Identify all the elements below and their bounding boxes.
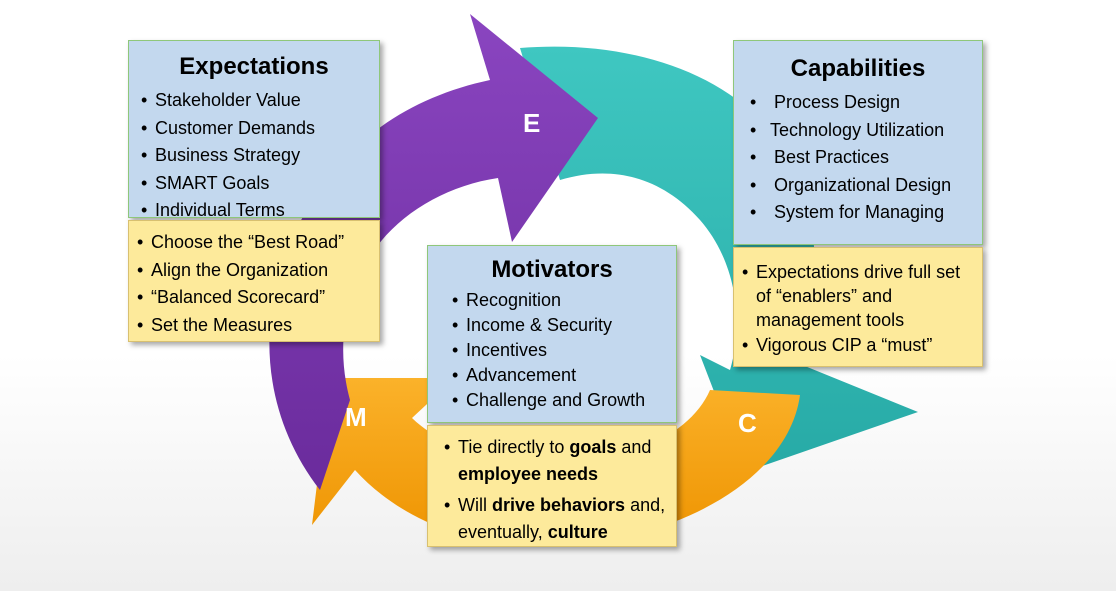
capabilities-arrow [520,46,918,472]
list-item: Advancement [448,363,676,388]
list-item: “Balanced Scorecard” [133,284,379,312]
capabilities-notes: Expectations drive full set of “enablers… [738,260,972,359]
list-item: Income & Security [448,313,676,338]
note-text: and, eventually, [458,495,666,542]
list-item: Organizational Design [746,172,982,200]
motivators-title: Motivators [491,256,613,283]
expectations-box: Expectations Stakeholder Value Customer … [128,40,380,224]
list-item: Recognition [448,288,676,313]
list-item: Challenge and Growth [448,388,676,413]
note-text: Tie directly to [458,437,570,457]
expectations-arrow [269,14,598,490]
list-item: Best Practices [746,144,982,172]
c-label: C [738,408,757,438]
expectations-notes-box: Choose the “Best Road” Align the Organiz… [128,220,380,342]
note-bold: employee needs [458,464,599,484]
expectations-notes: Choose the “Best Road” Align the Organiz… [133,229,379,339]
note-text: and [616,437,652,457]
list-item: SMART Goals [137,170,379,198]
list-item: Stakeholder Value [137,87,379,115]
list-item: Business Strategy [137,142,379,170]
motivators-list: Recognition Income & Security Incentives… [448,288,676,413]
m-label: M [345,402,367,432]
list-item: Expectations drive full set of “enablers… [738,260,972,332]
motivators-notes: Tie directly to goals and employee needs… [440,434,668,546]
list-item: Technology Utilization [746,117,982,145]
list-item: Tie directly to goals and employee needs [440,434,668,488]
note-bold: goals [569,437,617,457]
note-text: Will [458,495,492,515]
motivators-box: Motivators Recognition Income & Security… [427,245,677,423]
note-bold: drive behaviors [492,495,626,515]
list-item: Individual Terms [137,197,379,225]
list-item: Will drive behaviors and, eventually, cu… [440,492,668,546]
expectations-list: Stakeholder Value Customer Demands Busin… [137,87,379,225]
motivators-notes-box: Tie directly to goals and employee needs… [427,425,677,547]
list-item: Process Design [746,89,982,117]
list-item: Vigorous CIP a “must” [738,332,972,359]
capabilities-title: Capabilities [790,55,926,82]
list-item: Customer Demands [137,115,379,143]
note-bold: culture [547,522,608,542]
e-label: E [523,108,541,138]
list-item: System for Managing [746,199,982,227]
list-item: Choose the “Best Road” [133,229,379,257]
capabilities-list: Process Design Technology Utilization Be… [746,89,982,227]
capabilities-box: Capabilities Process Design Technology U… [733,40,983,245]
list-item: Set the Measures [133,312,379,340]
list-item: Align the Organization [133,257,379,285]
expectations-title: Expectations [179,53,329,80]
list-item: Incentives [448,338,676,363]
capabilities-notes-box: Expectations drive full set of “enablers… [733,247,983,367]
